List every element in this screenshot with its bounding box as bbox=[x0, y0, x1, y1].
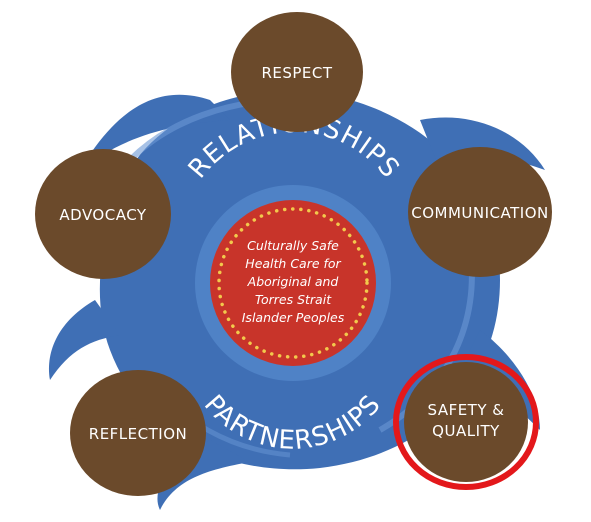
communication-label: COMMUNICATION bbox=[411, 204, 548, 222]
node-advocacy: ADVOCACY bbox=[35, 149, 171, 279]
center-line-1: Culturally Safe bbox=[247, 238, 339, 253]
center-line-3: Aboriginal and bbox=[247, 274, 339, 289]
node-safety-quality[interactable]: SAFETY & QUALITY bbox=[393, 354, 539, 490]
node-respect: RESPECT bbox=[231, 12, 363, 132]
center-line-2: Health Care for bbox=[245, 256, 341, 271]
node-reflection: REFLECTION bbox=[70, 370, 206, 496]
safety-label: SAFETY & bbox=[428, 401, 505, 419]
quality-label: QUALITY bbox=[432, 422, 500, 440]
center-line-4: Torres Strait bbox=[255, 292, 332, 307]
respect-label: RESPECT bbox=[261, 64, 332, 82]
reflection-label: REFLECTION bbox=[89, 425, 187, 443]
advocacy-label: ADVOCACY bbox=[59, 206, 147, 224]
center-circle: Culturally Safe Health Care for Aborigin… bbox=[210, 200, 376, 366]
node-communication: COMMUNICATION bbox=[408, 147, 552, 277]
highlight-ring bbox=[393, 354, 539, 490]
center-line-5: Islander Peoples bbox=[242, 310, 345, 325]
